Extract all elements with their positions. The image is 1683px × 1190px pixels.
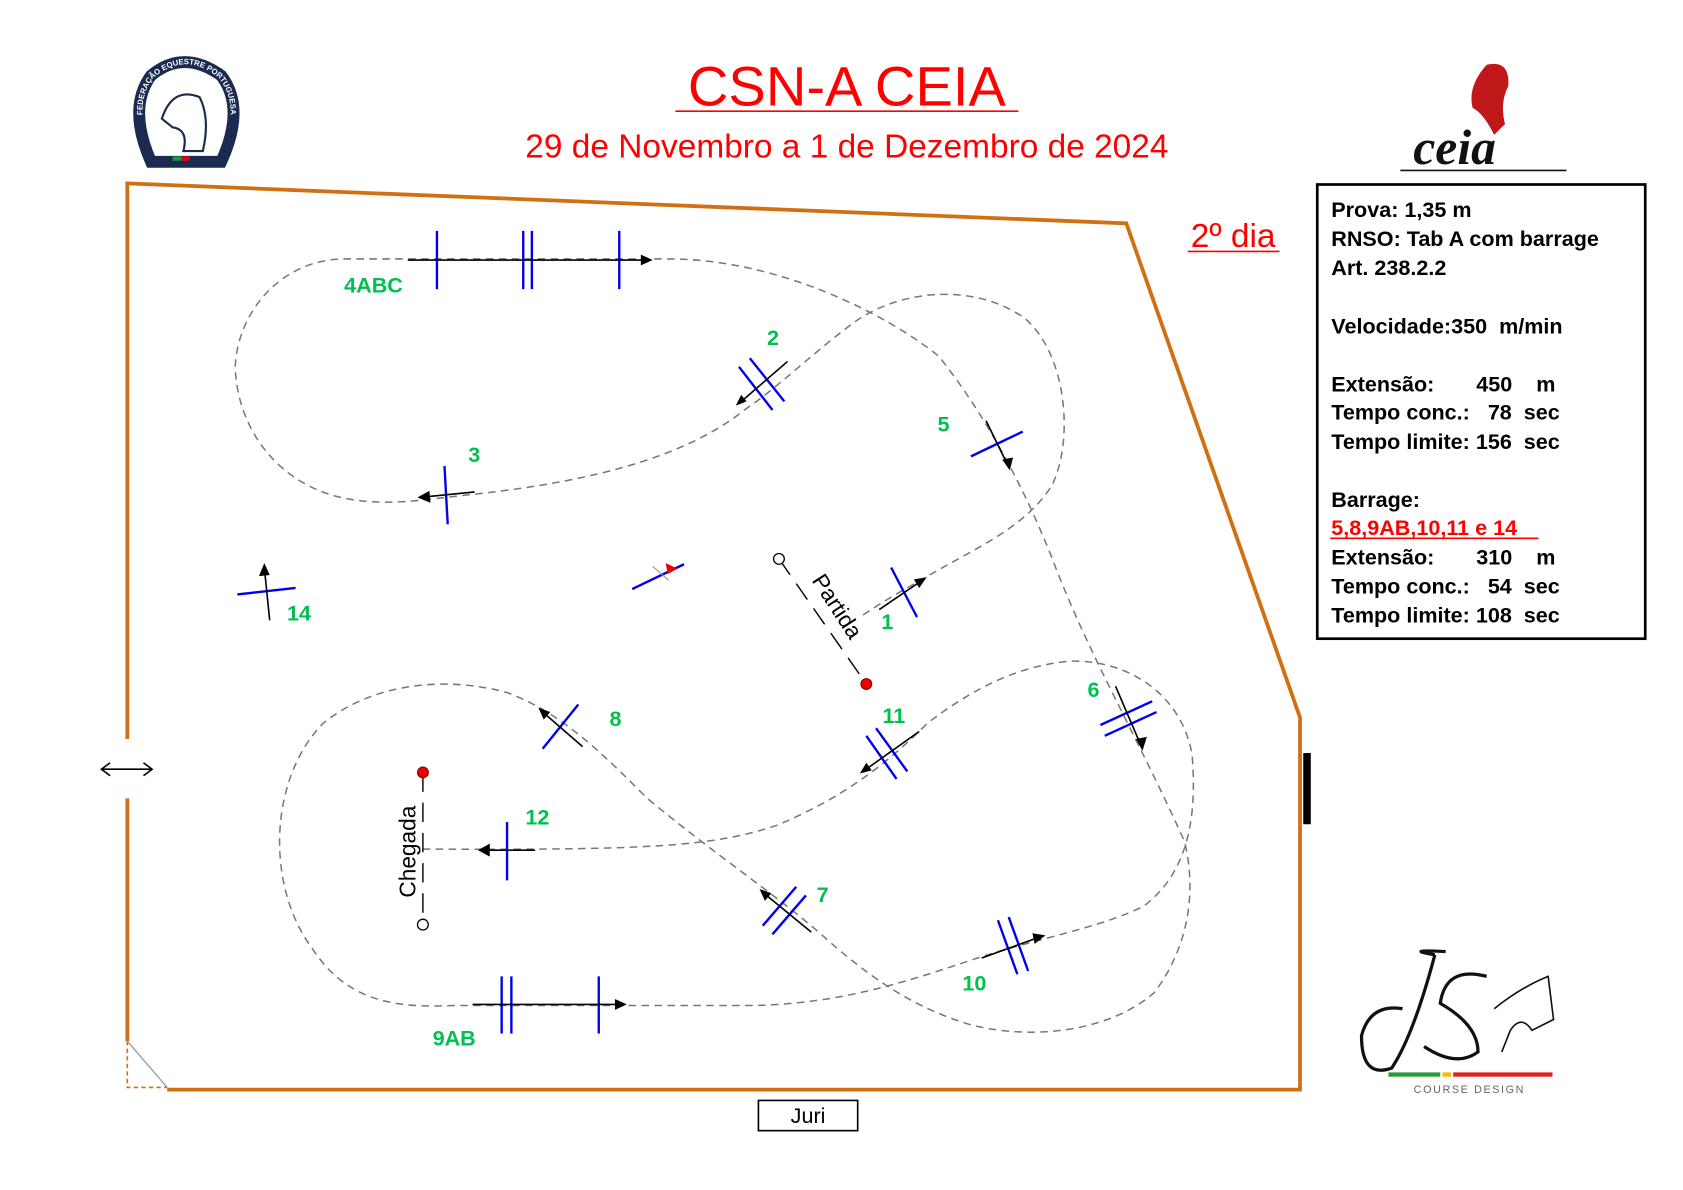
fence-7: [759, 886, 812, 936]
barrage-fences: 5,8,9AB,10,11 e 14: [1331, 515, 1517, 540]
svg-text:4ABC: 4ABC: [344, 272, 403, 297]
finish-line: Chegada: [394, 766, 429, 931]
svg-text:Barrage:: Barrage:: [1331, 487, 1420, 512]
start-line: Partida: [772, 552, 873, 690]
event-dates: 29 de Novembro a 1 de Dezembro de 2024: [525, 129, 1168, 166]
svg-text:Extensão: 450 m: Extensão: 450 m: [1331, 372, 1555, 397]
svg-text:6: 6: [1087, 677, 1099, 702]
fence-6: [1099, 685, 1158, 751]
svg-text:7: 7: [817, 882, 829, 907]
svg-text:2: 2: [767, 325, 779, 350]
svg-text:RNSO: Tab A com barrage: RNSO: Tab A com barrage: [1331, 226, 1599, 251]
spare-fence-flag: [631, 563, 685, 591]
course-route: [234, 258, 1195, 1033]
day-label: 2º dia: [1191, 218, 1276, 255]
svg-text:COURSE DESIGN: COURSE DESIGN: [1414, 1084, 1525, 1096]
svg-text:Extensão: 310 m: Extensão: 310 m: [1331, 544, 1555, 569]
svg-text:Prova: 1,35 m: Prova: 1,35 m: [1331, 197, 1471, 222]
svg-text:9AB: 9AB: [433, 1025, 476, 1050]
designer-logo: COURSE DESIGN: [1359, 949, 1555, 1096]
svg-text:Art. 238.2.2: Art. 238.2.2: [1331, 255, 1446, 280]
fence-10: [981, 916, 1046, 975]
svg-text:ceia: ceia: [1413, 120, 1496, 175]
svg-text:Tempo conc.: 78 sec: Tempo conc.: 78 sec: [1331, 400, 1559, 425]
arena-boundary: [125, 181, 1302, 1092]
ceia-logo: ceia: [1400, 63, 1567, 175]
svg-text:10: 10: [962, 970, 986, 995]
fence-14: [237, 563, 296, 621]
svg-text:12: 12: [525, 804, 549, 829]
fence-3: [417, 466, 475, 525]
info-panel: Prova: 1,35 m RNSO: Tab A com barrage Ar…: [1315, 183, 1647, 641]
svg-text:3: 3: [468, 442, 480, 467]
fence-1: [878, 566, 927, 618]
svg-text:14: 14: [287, 600, 311, 625]
fence-12: [477, 822, 536, 881]
fence-8: [538, 703, 584, 750]
svg-text:Tempo conc.: 54 sec: Tempo conc.: 54 sec: [1331, 573, 1559, 598]
fence-9ab: [472, 976, 627, 1034]
fence-11: [859, 727, 920, 780]
svg-text:Velocidade:350 m/min: Velocidade:350 m/min: [1331, 313, 1562, 338]
svg-text:8: 8: [610, 706, 622, 731]
svg-text:11: 11: [882, 703, 905, 728]
start-label: Partida: [807, 569, 868, 644]
jury-box: Juri: [757, 1099, 859, 1132]
event-title: CSN-A CEIA: [688, 55, 1007, 118]
svg-text:Tempo limite: 156 sec: Tempo limite: 156 sec: [1331, 429, 1560, 454]
svg-text:Juri: Juri: [791, 1103, 826, 1128]
fep-logo: FEDERAÇÃO EQUESTRE PORTUGUESA: [133, 56, 240, 168]
svg-text:Tempo limite: 108 sec: Tempo limite: 108 sec: [1331, 603, 1560, 628]
fence-5: [970, 420, 1024, 471]
arena-gate: [1303, 753, 1311, 825]
svg-text:1: 1: [881, 609, 893, 634]
entrance-arrow-icon: [100, 762, 154, 777]
finish-label: Chegada: [394, 805, 420, 897]
svg-text:5: 5: [938, 412, 950, 437]
fence-4abc: [407, 230, 653, 290]
obstacle-numbers: 1 2 3 4ABC 5 6 7 8 9AB 10 11 12 14: [287, 272, 1100, 1050]
fence-2: [735, 357, 789, 411]
